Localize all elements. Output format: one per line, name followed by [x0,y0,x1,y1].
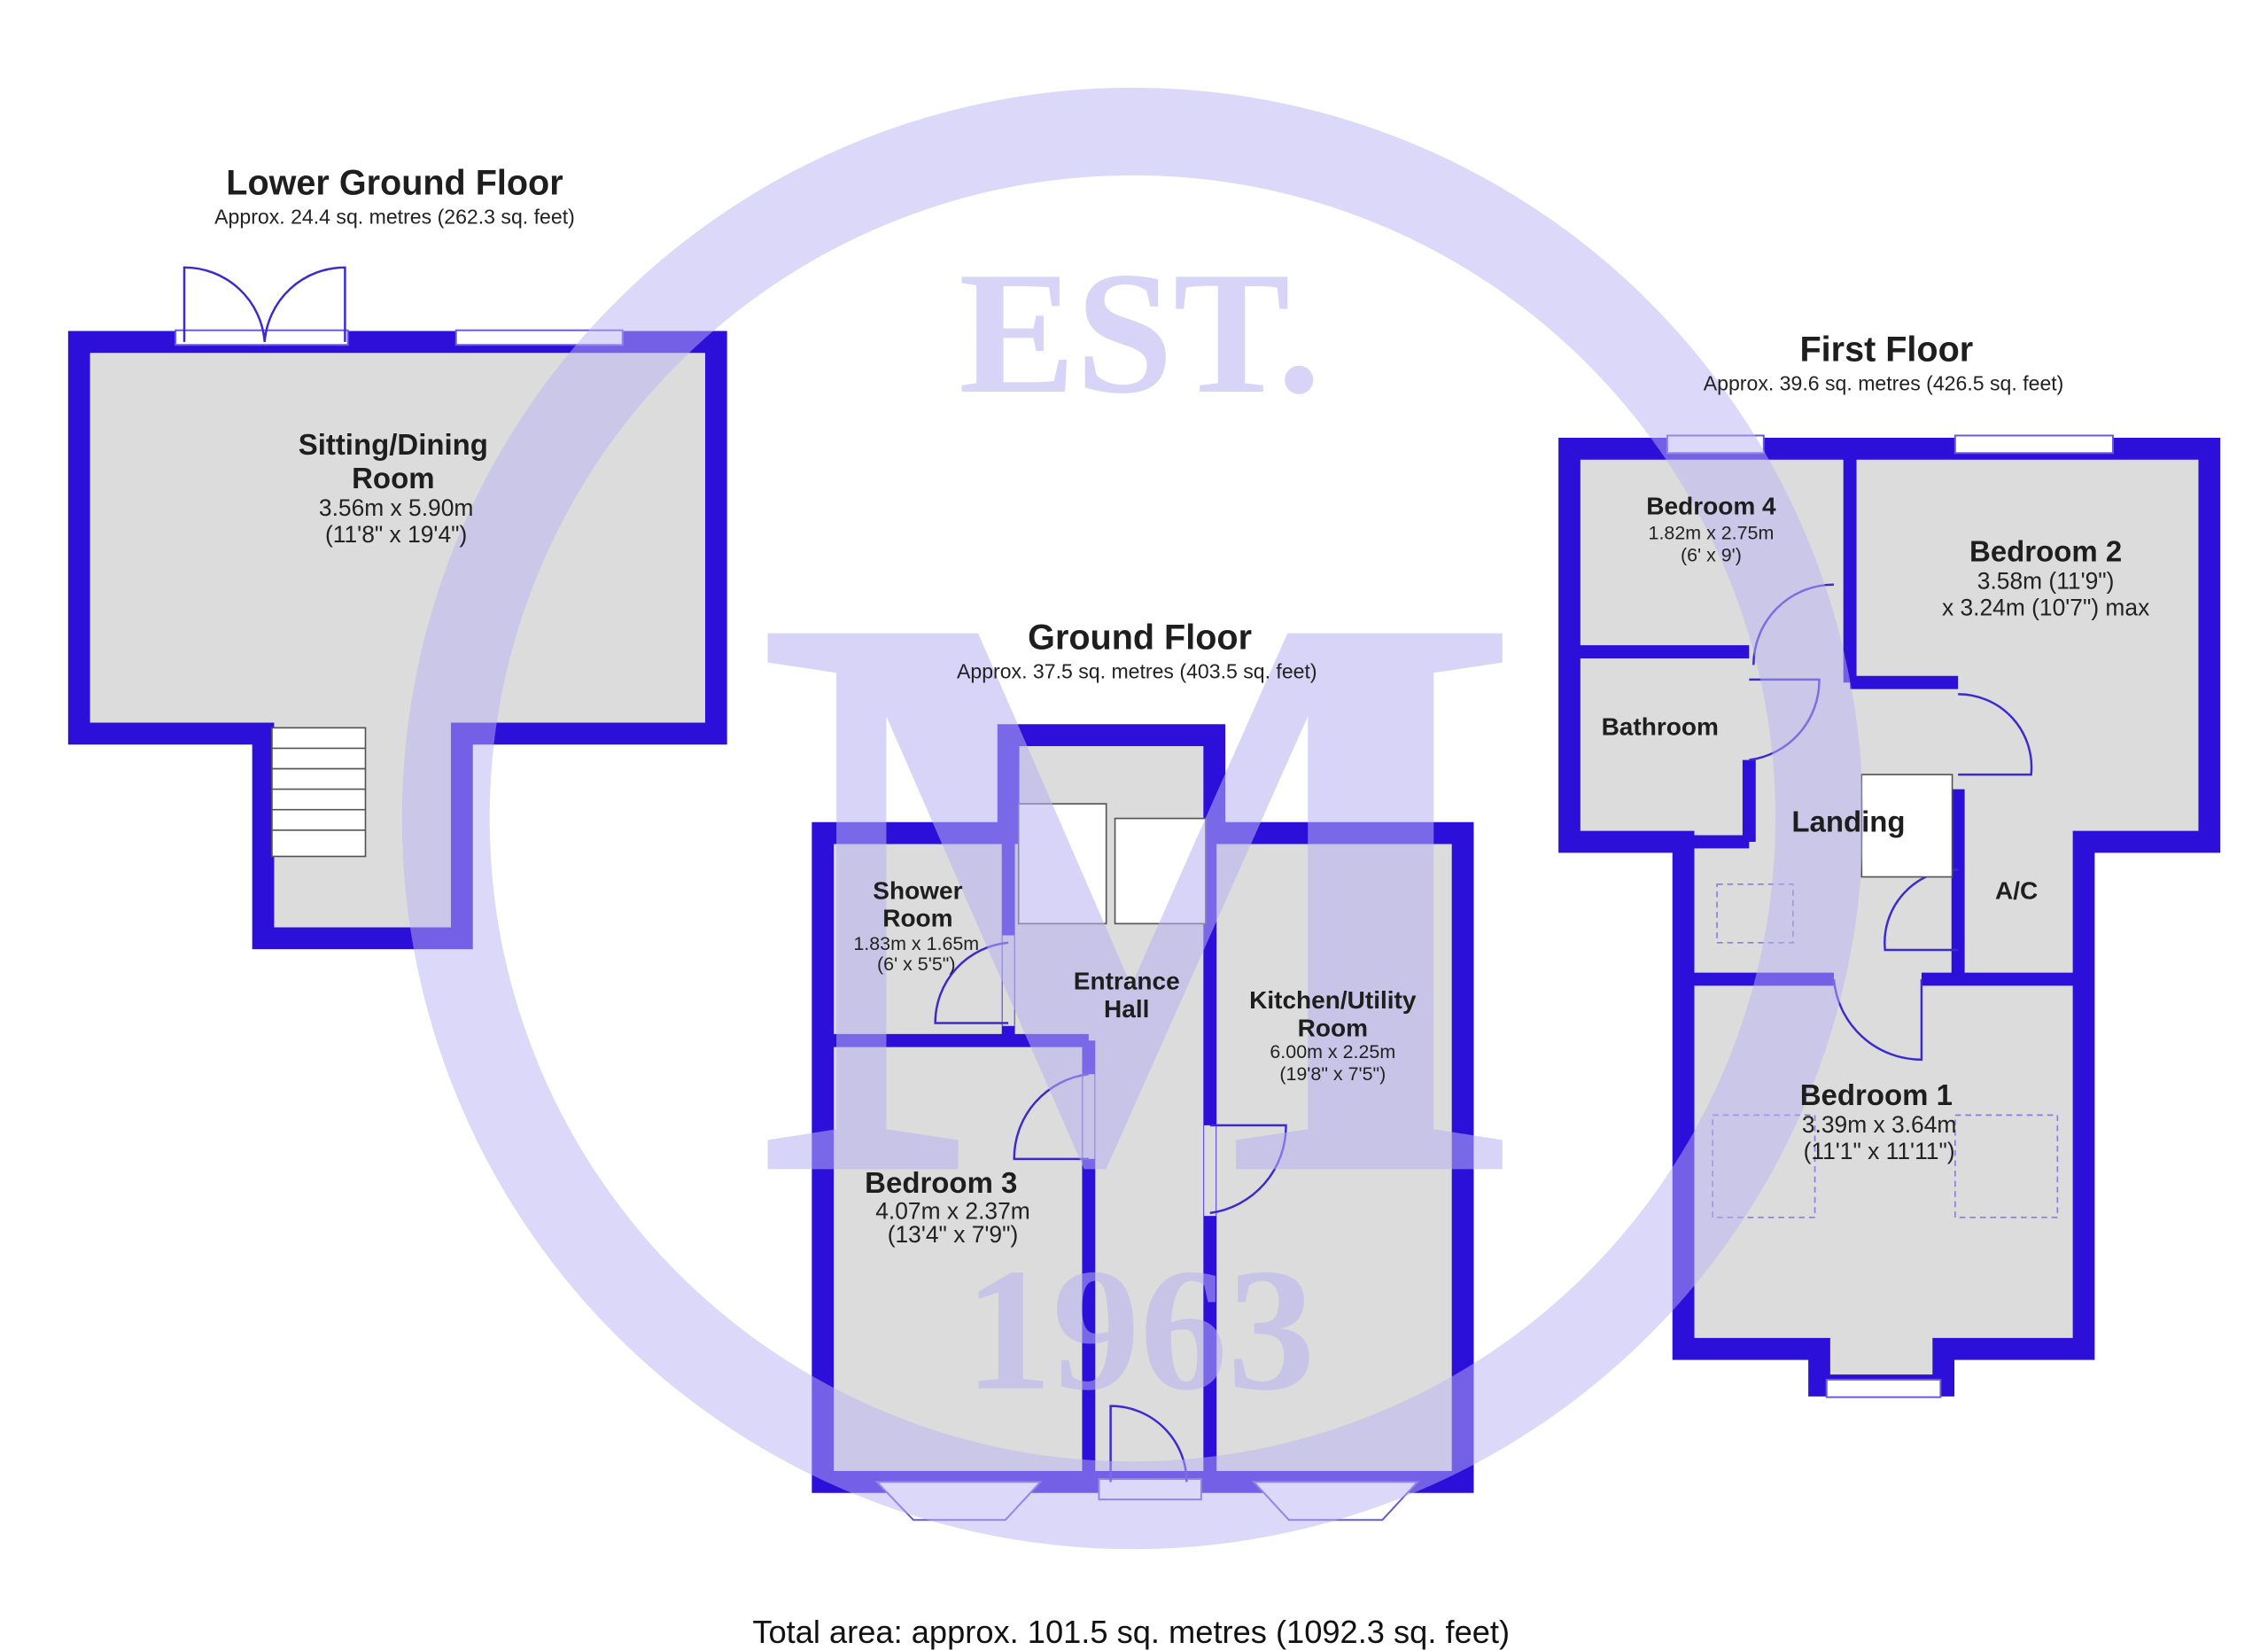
room-name: Bedroom 4 [1646,493,1776,520]
floor-area-lower-ground: Approx. 24.4 sq. metres (262.3 sq. feet) [214,205,575,228]
room-name: Bedroom 3 [865,1166,1017,1199]
room-name: Room [352,462,434,494]
room-name: Room [1298,1014,1368,1041]
floor-title-ground: Ground Floor [1028,618,1252,657]
room-dimensions-imperial: (11'8" x 19'4") [325,521,467,548]
room-name: Sitting/Dining [299,428,488,461]
floor-area-ground: Approx. 37.5 sq. metres (403.5 sq. feet) [957,659,1317,682]
floor-title-first: First Floor [1800,330,1974,369]
room-name: Bedroom 2 [1969,534,2122,567]
room-name: Room [882,905,952,932]
room-dimensions-imperial: (13'4" x 7'9") [888,1221,1019,1248]
staircase [1017,803,1207,925]
room-dimensions-imperial: x 3.24m (10'7") max [1942,594,2149,620]
room-dimensions-imperial: (11'1" x 11'11") [1804,1138,1955,1164]
watermark-letter: M [754,440,1526,1346]
room-name: Bedroom 1 [1800,1078,1953,1111]
room-name: Bathroom [1602,713,1719,741]
room-name: Landing [1791,805,1905,837]
room-dimensions: 1.83m x 1.65m [853,933,979,954]
room-dimensions: 3.56m x 5.90m [319,494,473,521]
room-dimensions: 4.07m x 2.37m [875,1197,1029,1224]
room-name: Hall [1104,995,1149,1023]
room-name: Kitchen/Utility [1249,986,1417,1014]
staircase [271,727,367,858]
floor-title-lower-ground: Lower Ground Floor [226,163,563,202]
room-dimensions: 6.00m x 2.25m [1270,1041,1395,1062]
room-dimensions: 1.82m x 2.75m [1649,523,1775,544]
room-name: A/C [1995,876,2038,904]
watermark-year: 1963 [965,1233,1316,1427]
room-dimensions-imperial: (6' x 5'5") [877,953,955,975]
floor-area-first: Approx. 39.6 sq. metres (426.5 sq. feet) [1704,371,2064,394]
room-dimensions-imperial: (19'8" x 7'5") [1279,1063,1386,1085]
room-name: Entrance [1074,968,1180,995]
room-dimensions: 3.39m x 3.64m [1802,1111,1956,1138]
watermark-est: EST. [959,236,1321,430]
watermark: EST. M 1963 [401,87,1863,1550]
total-area: Total area: approx. 101.5 sq. metres (10… [752,1614,1510,1650]
room-name: Shower [873,876,962,904]
room-dimensions: 3.58m (11'9") [1977,568,2115,595]
room-dimensions-imperial: (6' x 9') [1681,544,1742,565]
